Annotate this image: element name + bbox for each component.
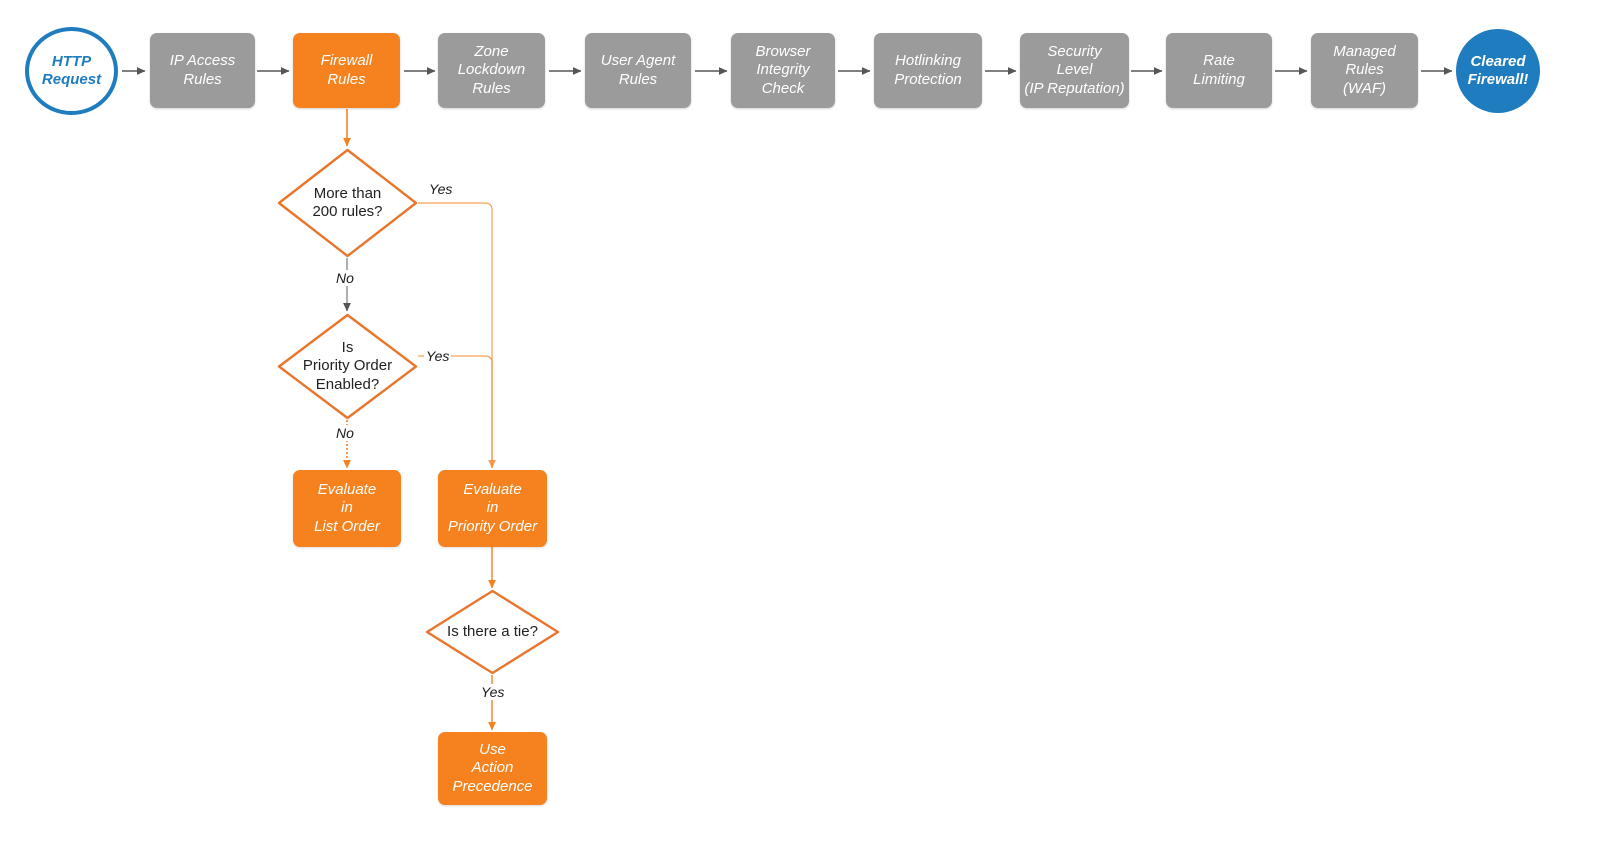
stage-label: Security Level (IP Reputation): [1024, 43, 1125, 97]
stage-zone-lockdown-rules[interactable]: Zone Lockdown Rules: [438, 33, 545, 108]
action-evaluate-in-priority-order[interactable]: Evaluate in Priority Order: [438, 470, 547, 547]
action-use-action-precedence[interactable]: Use Action Precedence: [438, 732, 547, 805]
decision-is-there-a-tie[interactable]: Is there a tie?: [425, 589, 560, 675]
action-label: Evaluate in Priority Order: [447, 481, 538, 535]
stage-firewall-rules[interactable]: Firewall Rules: [293, 33, 400, 108]
diamond-shape: [425, 589, 560, 675]
stage-browser-integrity-check[interactable]: Browser Integrity Check: [731, 33, 835, 108]
stage-managed-rules-waf[interactable]: Managed Rules (WAF): [1311, 33, 1418, 108]
stage-label: Browser Integrity Check: [755, 43, 811, 97]
stage-hotlinking-protection[interactable]: Hotlinking Protection: [874, 33, 982, 108]
edge-label-no-200: No: [334, 270, 356, 286]
decision-label: Is there a tie?: [447, 622, 538, 640]
decision-more-than-200-rules[interactable]: More than 200 rules?: [277, 148, 418, 258]
diamond-shape: [277, 313, 418, 420]
stage-security-level[interactable]: Security Level (IP Reputation): [1020, 33, 1129, 108]
end-node-label: Cleared Firewall!: [1467, 52, 1529, 88]
action-evaluate-in-list-order[interactable]: Evaluate in List Order: [293, 470, 401, 547]
edge-label-yes-200: Yes: [427, 181, 455, 197]
end-node-cleared-firewall[interactable]: Cleared Firewall!: [1456, 29, 1540, 113]
stage-rate-limiting[interactable]: Rate Limiting: [1166, 33, 1272, 108]
stage-label: Managed Rules (WAF): [1333, 43, 1396, 97]
edge-label-yes-priority: Yes: [424, 348, 452, 364]
edge-label-no-priority: No: [334, 425, 356, 441]
action-label: Evaluate in List Order: [314, 481, 380, 535]
diamond-shape: [277, 148, 418, 258]
stage-label: Rate Limiting: [1193, 52, 1245, 88]
edge-label-yes-tie: Yes: [479, 684, 507, 700]
decision-label: More than 200 rules?: [312, 184, 383, 220]
stage-label: Firewall Rules: [320, 52, 373, 88]
stage-user-agent-rules[interactable]: User Agent Rules: [585, 33, 691, 108]
stage-label: Hotlinking Protection: [894, 52, 962, 88]
decision-label: Is Priority Order Enabled?: [302, 339, 393, 393]
decision-is-priority-order-enabled[interactable]: Is Priority Order Enabled?: [277, 313, 418, 420]
action-label: Use Action Precedence: [452, 741, 533, 795]
stage-ip-access-rules[interactable]: IP Access Rules: [150, 33, 255, 108]
start-node-http-request[interactable]: HTTP Request: [25, 27, 118, 115]
stage-label: IP Access Rules: [169, 52, 236, 88]
start-node-label: HTTP Request: [41, 52, 102, 88]
stage-label: User Agent Rules: [600, 52, 676, 88]
stage-label: Zone Lockdown Rules: [457, 43, 526, 97]
